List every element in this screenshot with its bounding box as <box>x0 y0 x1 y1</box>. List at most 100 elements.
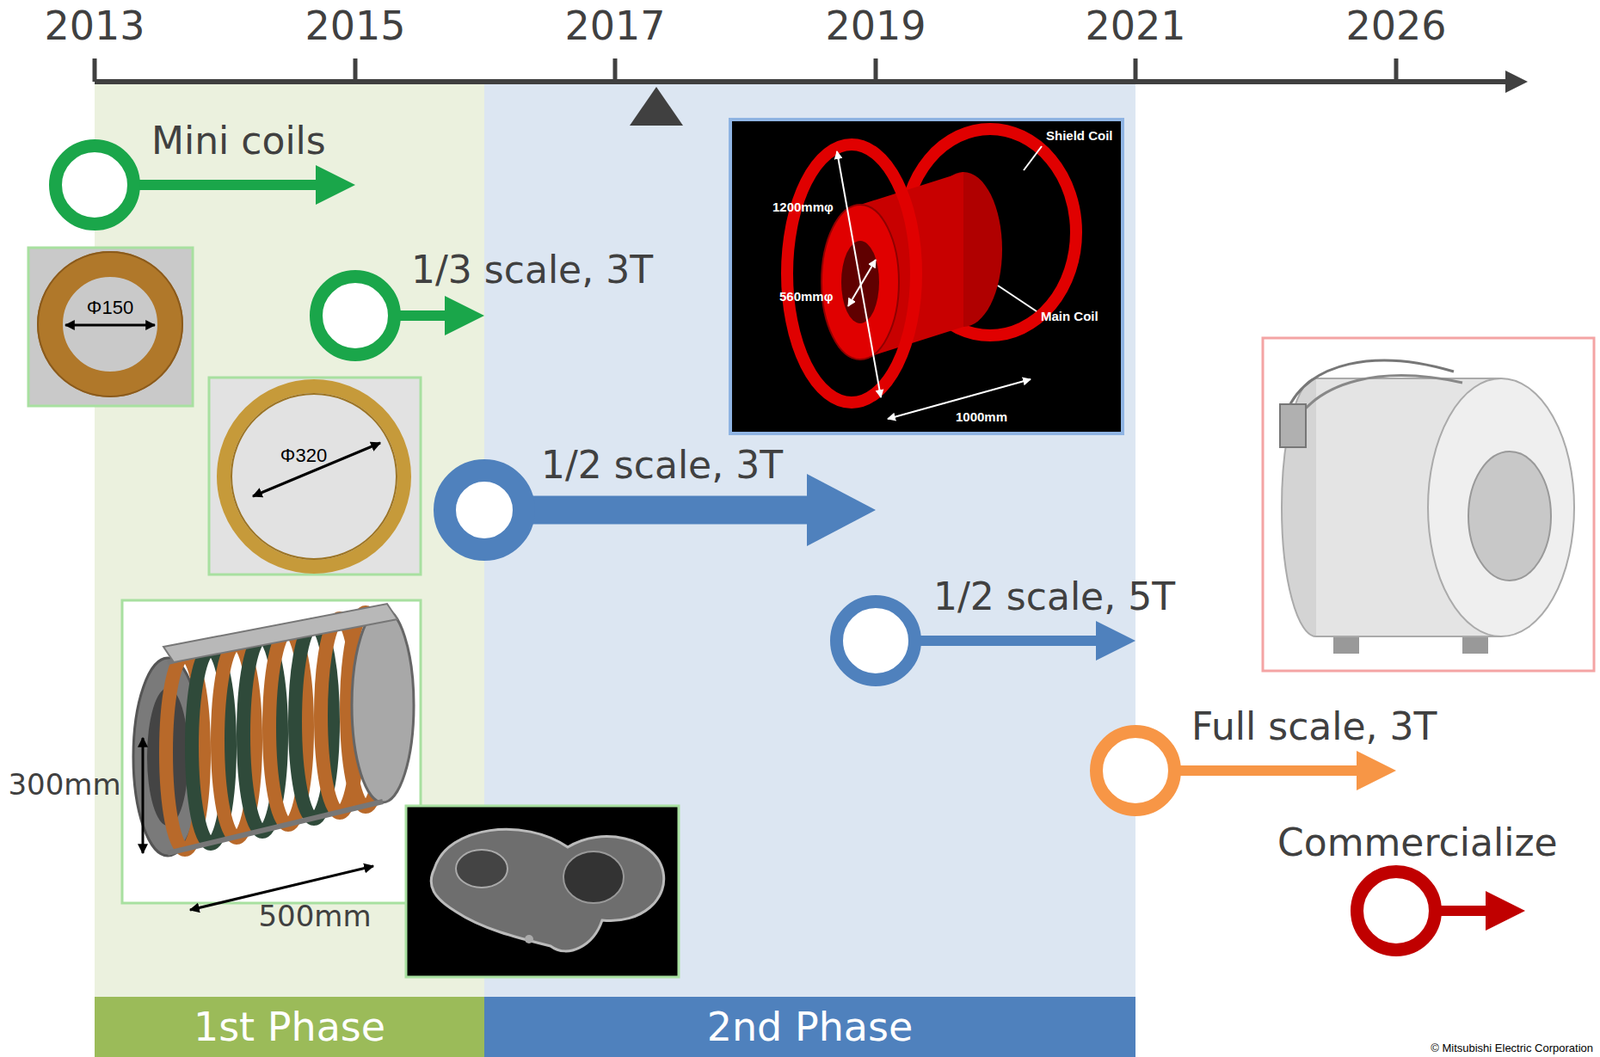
magnet-photo <box>1462 634 1489 654</box>
milestone-circle <box>1357 872 1436 951</box>
coil-assembly-photo <box>122 600 421 904</box>
milestone-arrow <box>315 165 356 205</box>
milestone-label: 1/2 scale, 5T <box>933 575 1176 620</box>
milestone-arrow <box>1095 621 1136 661</box>
part-label: Shield Coil <box>1046 128 1114 143</box>
milestone-circle <box>433 459 536 561</box>
milestone-marker: 1/2 scale, 5T <box>830 595 922 687</box>
mini-coil-photo <box>49 264 171 385</box>
milestone-label: Full scale, 3T <box>1191 705 1437 750</box>
time-axis <box>1505 70 1528 93</box>
coil-render <box>787 144 917 403</box>
coil-render <box>1023 146 1042 171</box>
time-axis <box>94 79 1508 85</box>
year-label: 2021 <box>1084 3 1186 50</box>
time-axis <box>94 58 1528 93</box>
magnet-photo <box>1427 378 1575 637</box>
milestone-marker: Full scale, 3T <box>1089 725 1182 817</box>
coil-render <box>836 151 881 398</box>
milestone-label: 1/3 scale, 3T <box>411 248 653 293</box>
milestone-circle <box>830 595 922 687</box>
milestone-circle <box>309 270 401 362</box>
dimension-label: Φ150 <box>86 296 134 319</box>
dimension-label: 560mmφ <box>779 289 833 304</box>
phase-bar: 2nd Phase <box>484 996 1136 1057</box>
phase-band <box>484 81 1136 997</box>
dimension-label: 500mm <box>258 899 371 934</box>
coil-assembly-photo <box>122 600 421 911</box>
dimension-label: Φ320 <box>280 444 327 467</box>
milestone-arrow <box>1356 750 1397 791</box>
milestone-label: Commercialize <box>1277 821 1558 866</box>
mini-coil-photo <box>28 247 193 407</box>
phase-band <box>94 81 1136 997</box>
coil-assembly-photo <box>167 801 383 854</box>
milestone-arrow <box>1485 891 1526 931</box>
year-label: 2013 <box>43 3 145 50</box>
mini-coil-photo <box>65 324 155 327</box>
magnet-photo <box>1280 404 1306 448</box>
coil-render <box>848 259 876 307</box>
magnet-photo <box>1262 338 1594 671</box>
milestone-marker: Commercialize <box>1350 865 1442 957</box>
year-label: 2026 <box>1345 3 1447 50</box>
phase-bar: 1st Phase <box>94 996 485 1057</box>
time-axis <box>873 58 879 82</box>
milestone-circle <box>836 602 916 681</box>
time-axis <box>1394 58 1399 82</box>
milestone-marker: 1/3 scale, 3T <box>309 270 401 362</box>
milestone-marker: Mini coils <box>49 139 141 231</box>
ring-coil-photo <box>209 377 421 575</box>
ring-coil-photo <box>223 386 405 567</box>
milestone-circle <box>444 470 524 550</box>
phase-label: 1st Phase <box>193 1005 386 1050</box>
mri-image <box>563 851 624 904</box>
milestone-circle <box>49 139 141 231</box>
coil-assembly-photo <box>351 608 414 803</box>
time-axis <box>613 58 618 82</box>
magnet-photo <box>1316 635 1502 638</box>
magnet-photo <box>1316 377 1502 380</box>
mini-coil-photo <box>37 252 183 397</box>
coil-render <box>997 285 1037 312</box>
time-axis <box>1133 58 1139 82</box>
milestone-circle <box>1096 732 1176 811</box>
part-label: Main Coil <box>1040 308 1099 324</box>
magnet-photo <box>1286 360 1454 413</box>
dimension-label: 1200mmφ <box>772 199 834 215</box>
dimension-label: 300mm <box>7 768 121 802</box>
milestone-marker: 1/2 scale, 3T <box>433 459 536 561</box>
milestone-arrow <box>444 295 485 336</box>
milestone-circle <box>55 146 135 225</box>
magnet-photo <box>1333 634 1360 654</box>
milestone-circle <box>1350 865 1442 957</box>
now-marker <box>629 86 684 126</box>
mri-image <box>524 935 534 944</box>
milestone-circle <box>1089 725 1182 817</box>
dimension-label: 1000mm <box>955 409 1008 425</box>
mri-image <box>406 806 679 978</box>
magnet-photo <box>1290 375 1463 431</box>
time-axis <box>92 58 98 82</box>
milestone-arrow <box>806 473 876 547</box>
milestone-label: Mini coils <box>151 119 327 164</box>
coil-render <box>730 119 1123 434</box>
year-label: 2015 <box>304 3 406 50</box>
coil-render <box>730 119 1123 434</box>
magnet-photo <box>1262 338 1594 671</box>
mri-image <box>406 806 679 978</box>
time-axis <box>353 58 358 82</box>
ring-coil-photo <box>209 377 421 575</box>
year-label: 2017 <box>564 3 665 50</box>
coil-assembly-photo <box>163 603 398 663</box>
copyright-note: © Mitsubishi Electric Corporation <box>1430 1042 1594 1056</box>
coil-assembly-photo <box>141 738 145 854</box>
ring-coil-photo <box>252 443 381 497</box>
ring-coil-photo <box>231 393 397 560</box>
milestone-circle <box>316 276 395 356</box>
milestone-label: 1/2 scale, 3T <box>541 443 783 488</box>
mri-image <box>455 849 508 888</box>
mini-coil-photo <box>28 247 193 407</box>
magnet-photo <box>1468 451 1551 581</box>
